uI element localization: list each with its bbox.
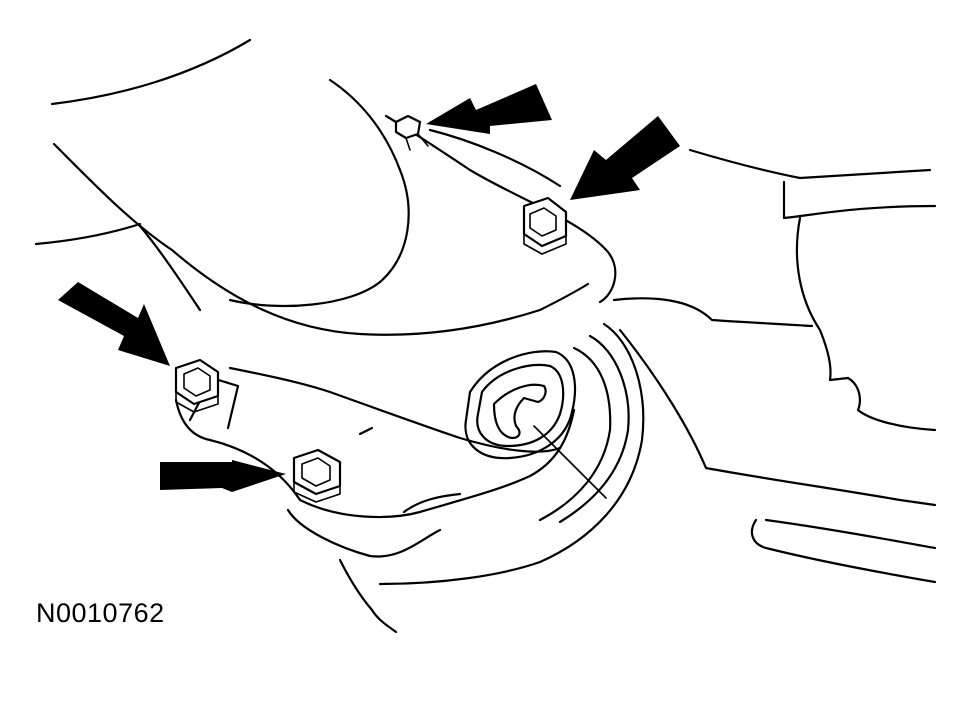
figure-reference-id: N0010762 xyxy=(36,598,165,628)
pinch-bolt-slot xyxy=(464,350,607,499)
bolt-top-left xyxy=(394,114,429,151)
bolt-bottom-left xyxy=(292,448,342,503)
bolt-mid-left xyxy=(174,358,220,413)
wheel-hub xyxy=(338,322,645,634)
arrow-top-left xyxy=(426,84,552,134)
arrow-top-right xyxy=(570,116,680,200)
arrow-mid-left xyxy=(58,282,170,366)
clamp-bracket xyxy=(174,366,576,558)
arrow-bottom-left xyxy=(160,460,286,492)
background-housing xyxy=(34,38,937,584)
bolt-top-right xyxy=(522,196,568,255)
